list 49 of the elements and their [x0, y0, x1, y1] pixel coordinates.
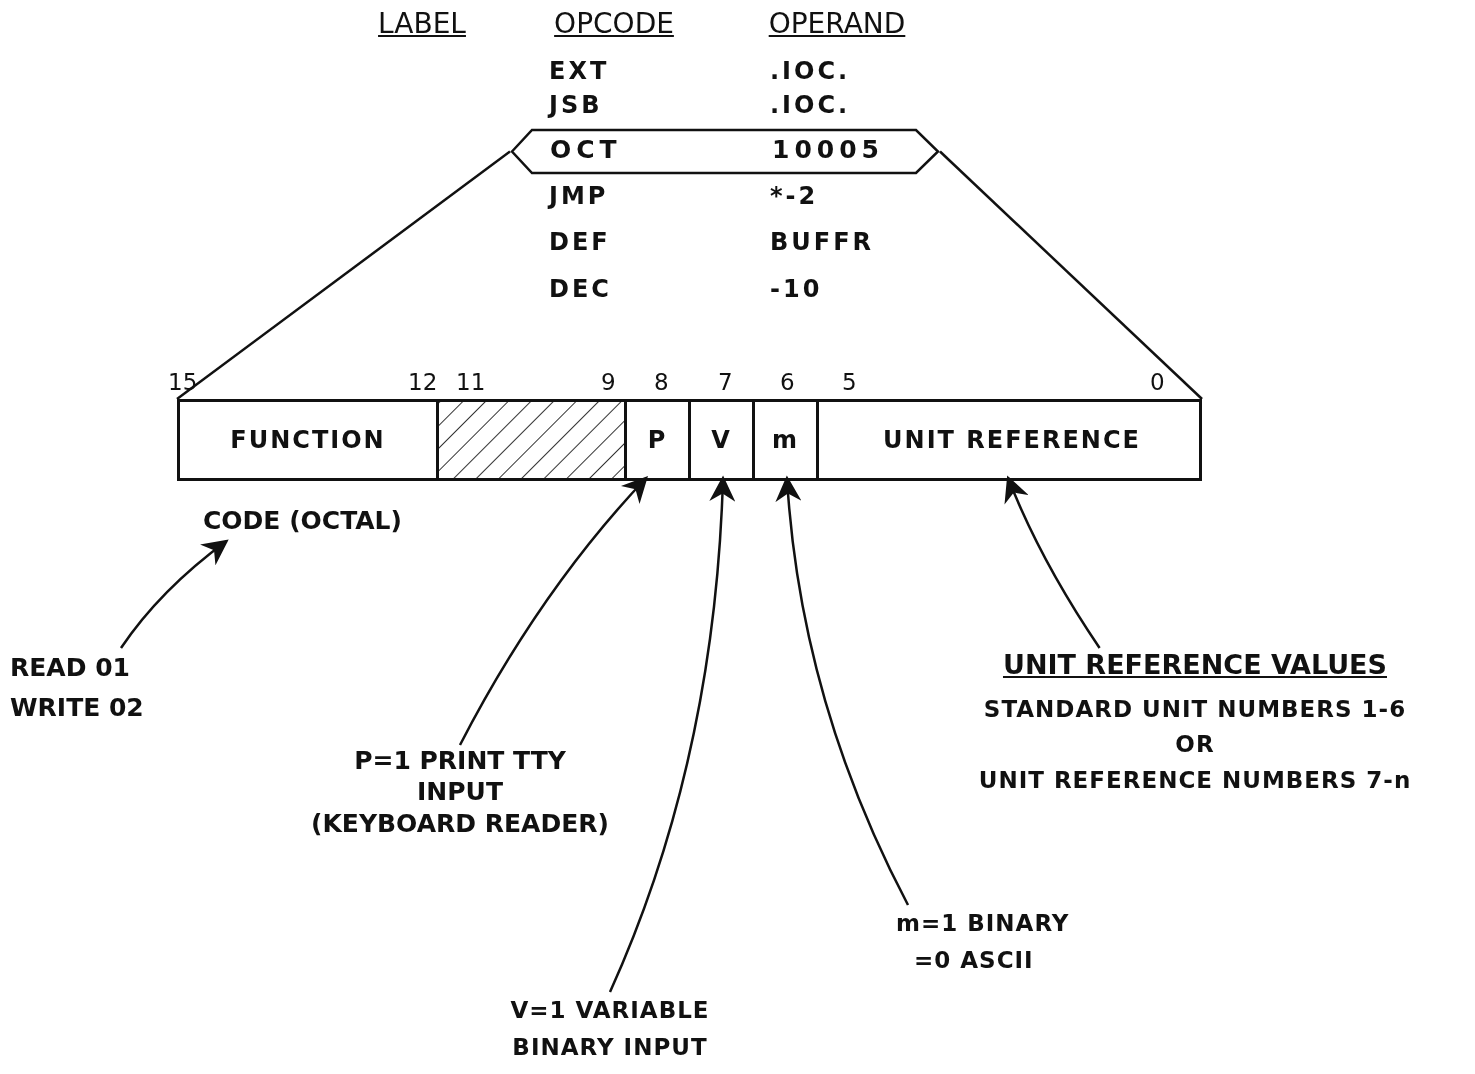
note-text: OR	[1174, 730, 1216, 760]
field-name: V	[711, 425, 732, 455]
column-heading: OPERAND	[768, 6, 906, 41]
table-cell: DEC	[549, 274, 612, 304]
arrow	[458, 476, 648, 746]
connector-line	[176, 150, 511, 400]
arrow	[608, 475, 735, 993]
code-text: 10005	[772, 134, 884, 166]
table-cell: JSB	[549, 90, 603, 120]
highlight-hexagon	[510, 128, 940, 175]
bit-number: 0	[1150, 368, 1165, 397]
arrow	[1004, 475, 1101, 649]
field-name: FUNCTION	[230, 425, 386, 455]
table-cell: EXT	[549, 56, 610, 86]
table-cell: DEF	[549, 227, 611, 257]
bit-number: 7	[718, 368, 733, 397]
column-heading: LABEL	[378, 6, 466, 41]
note-text: V=1 VARIABLE BINARY INPUT	[509, 996, 711, 1062]
note-text: m=1 BINARY	[896, 909, 1071, 938]
field-name: P	[647, 425, 668, 455]
bit-number: 6	[780, 368, 795, 397]
connector-line	[939, 150, 1203, 400]
table-cell: -10	[770, 274, 823, 304]
code-text: OCT	[550, 134, 622, 166]
bit-number: 12	[408, 368, 438, 397]
note-heading: UNIT REFERENCE VALUES	[1002, 648, 1388, 682]
note-text: STANDARD UNIT NUMBERS 1-6	[982, 694, 1408, 724]
table-cell: *-2	[770, 181, 819, 211]
column-heading: OPCODE	[554, 6, 674, 41]
field-name: m	[772, 425, 799, 455]
table-cell: BUFFR	[770, 227, 875, 257]
note-text: (KEYBOARD READER)	[310, 807, 610, 839]
note-text: READ 01 WRITE 02	[10, 652, 145, 724]
note-text: UNIT REFERENCE NUMBERS 7-n	[977, 766, 1413, 796]
bit-number: 11	[456, 368, 486, 397]
bit-number: 9	[601, 368, 616, 397]
note-text: =0 ASCII	[913, 945, 1035, 975]
register-word	[177, 399, 1202, 481]
bit-number: 5	[842, 368, 857, 397]
table-cell: .IOC.	[770, 90, 851, 120]
note-text: P=1 PRINT TTY INPUT	[353, 745, 567, 808]
arrow	[119, 539, 229, 649]
note-text: CODE (OCTAL)	[203, 505, 403, 537]
unused-bit-field	[439, 402, 627, 478]
bit-number: 8	[654, 368, 669, 397]
table-cell: .IOC.	[770, 56, 851, 86]
table-cell: JMP	[549, 181, 609, 211]
field-name: UNIT REFERENCE	[883, 425, 1141, 455]
arrow	[775, 475, 910, 906]
